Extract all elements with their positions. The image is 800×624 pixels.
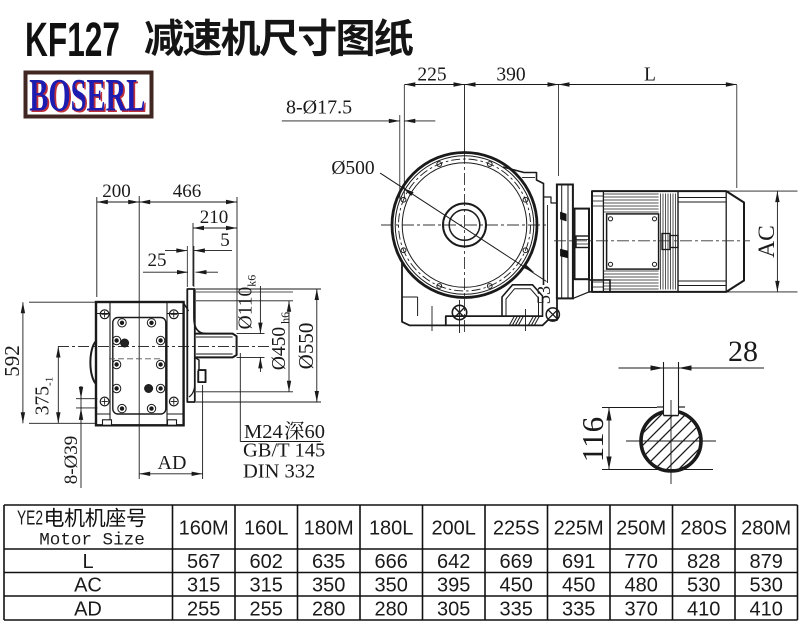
svg-text:879: 879 [750,551,783,573]
svg-text:25: 25 [148,250,167,271]
svg-text:335: 335 [500,598,533,620]
svg-text:370: 370 [625,598,658,620]
svg-text:AD: AD [158,452,187,474]
svg-text:Ø550: Ø550 [294,323,318,370]
svg-text:200: 200 [102,181,131,202]
svg-text:53: 53 [535,286,555,305]
svg-text:530: 530 [750,575,783,597]
svg-text:BOSERL: BOSERL [29,69,145,121]
svg-text:GB/T 145: GB/T 145 [243,440,325,462]
svg-text:255: 255 [250,598,283,620]
svg-text:315: 315 [250,575,283,597]
svg-text:480: 480 [625,575,658,597]
svg-text:28: 28 [728,335,758,368]
svg-text:450: 450 [562,575,595,597]
svg-text:280S: 280S [680,518,727,540]
svg-text:160L: 160L [244,518,289,540]
svg-text:AC: AC [74,575,102,597]
svg-text:350: 350 [312,575,345,597]
svg-text:567: 567 [187,551,220,573]
svg-text:390: 390 [496,65,525,86]
svg-text:225S: 225S [493,518,540,540]
svg-text:8-Ø39: 8-Ø39 [61,436,82,485]
svg-text:395: 395 [437,575,470,597]
svg-text:828: 828 [687,551,720,573]
svg-text:M24: M24 [244,421,283,443]
svg-text:L: L [82,551,93,573]
svg-text:350: 350 [375,575,408,597]
svg-text:160M: 160M [179,518,229,540]
svg-text:180L: 180L [369,518,414,540]
svg-text:450: 450 [500,575,533,597]
svg-text:60: 60 [305,421,326,443]
svg-text:635: 635 [312,551,345,573]
svg-text:335: 335 [562,598,595,620]
svg-text:AD: AD [74,599,102,621]
svg-text:DIN 332: DIN 332 [243,461,315,483]
svg-text:592: 592 [0,345,24,377]
svg-text:642: 642 [437,551,470,573]
svg-text:200L: 200L [431,518,476,540]
svg-text:280: 280 [312,598,345,620]
svg-text:530: 530 [687,575,720,597]
svg-text:255: 255 [187,598,220,620]
svg-text:305: 305 [437,598,470,620]
svg-text:Ø450 h6: Ø450 h6 [269,312,292,370]
svg-text:Ø110k6: Ø110k6 [236,275,259,330]
svg-text:250M: 250M [616,518,666,540]
svg-text:770: 770 [625,551,658,573]
svg-text:375-1: 375-1 [33,377,56,415]
svg-text:5: 5 [220,230,230,251]
svg-text:Ø500: Ø500 [331,158,374,179]
svg-text:410: 410 [750,598,783,620]
svg-text:691: 691 [562,551,595,573]
svg-text:466: 466 [173,181,202,202]
svg-text:280: 280 [375,598,408,620]
svg-text:116: 116 [575,417,610,462]
svg-text:315: 315 [187,575,220,597]
svg-text:L: L [644,65,656,86]
svg-text:YE2: YE2 [17,508,43,530]
svg-text:KF127: KF127 [25,14,120,67]
svg-text:669: 669 [500,551,533,573]
svg-text:410: 410 [687,598,720,620]
svg-text:666: 666 [375,551,408,573]
svg-text:280M: 280M [741,518,791,540]
svg-text:8-Ø17.5: 8-Ø17.5 [286,97,352,119]
svg-text:225: 225 [417,65,446,86]
svg-text:Motor Size: Motor Size [39,531,145,551]
svg-text:225M: 225M [554,518,604,540]
svg-text:180M: 180M [304,518,354,540]
svg-text:BOSERL: BOSERL [31,71,147,123]
svg-text:602: 602 [250,551,283,573]
svg-text:210: 210 [200,207,229,228]
svg-text:AC: AC [754,225,780,258]
